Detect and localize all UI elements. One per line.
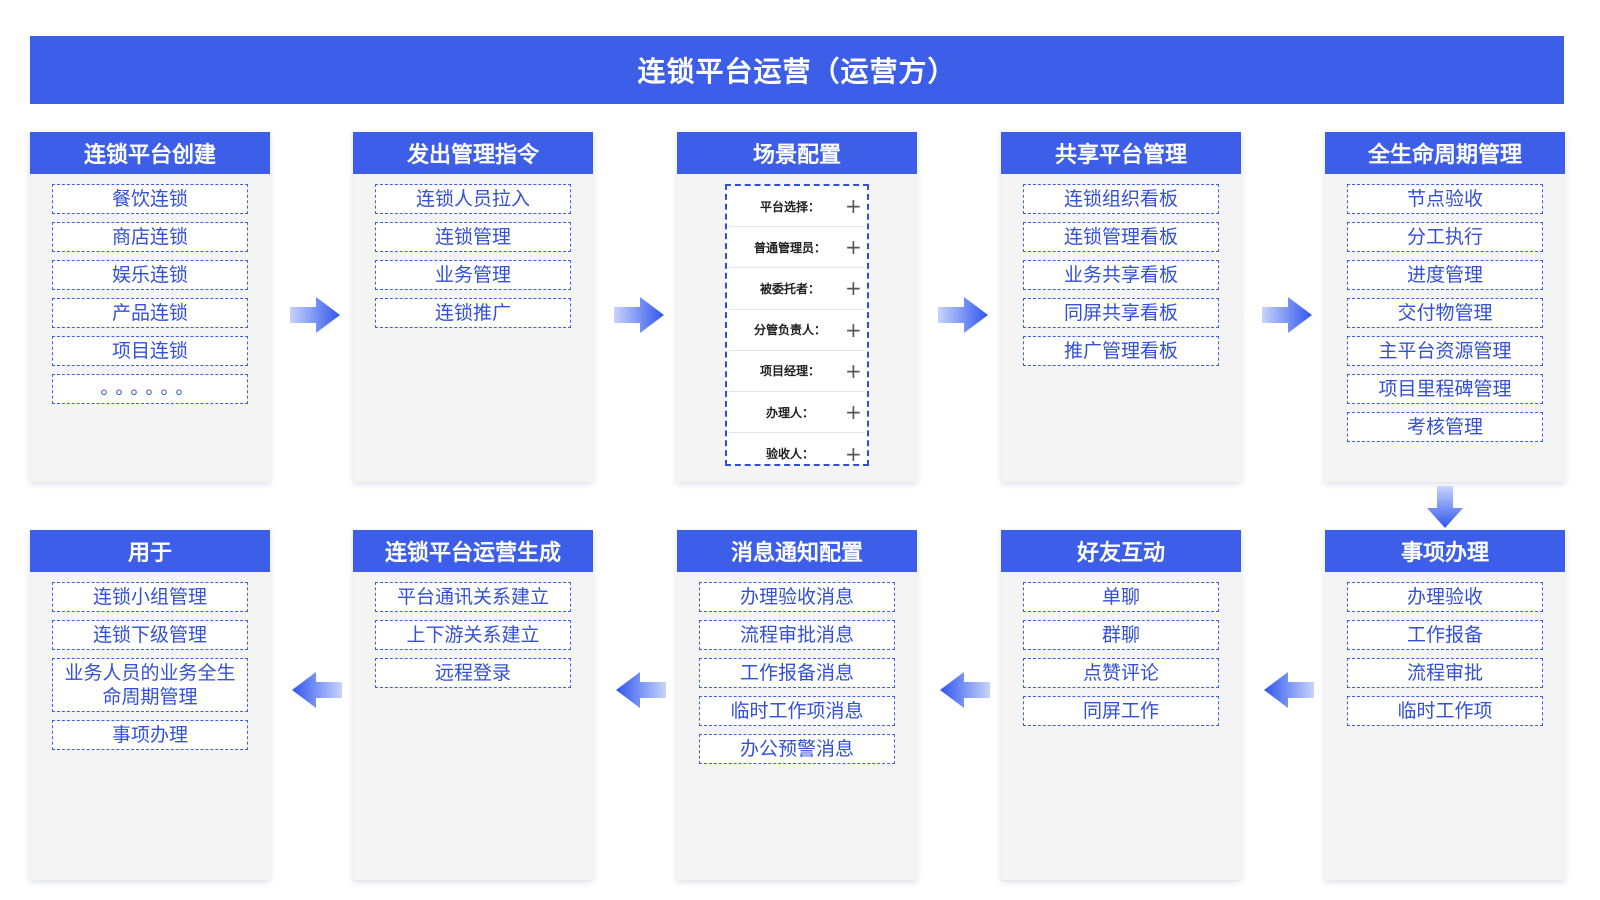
list-item: 点赞评论 xyxy=(1023,658,1219,688)
list-item: 同屏共享看板 xyxy=(1023,298,1219,328)
card-lifecycle: 全生命周期管理 节点验收 分工执行 进度管理 交付物管理 主平台资源管理 项目里… xyxy=(1325,132,1565,482)
plus-icon[interactable]: + xyxy=(845,276,862,301)
list-item: 单聊 xyxy=(1023,582,1219,612)
scene-field-leader: 分管负责人： + xyxy=(729,310,865,351)
list-item: 节点验收 xyxy=(1347,184,1543,214)
card-management-command: 发出管理指令 连锁人员拉入 连锁管理 业务管理 连锁推广 xyxy=(353,132,593,482)
list-item: 进度管理 xyxy=(1347,260,1543,290)
list-item: 推广管理看板 xyxy=(1023,336,1219,366)
list-item: 上下游关系建立 xyxy=(375,620,571,650)
arrow-left-icon xyxy=(1264,672,1314,708)
list-item: 餐饮连锁 xyxy=(52,184,248,214)
list-item: 娱乐连锁 xyxy=(52,260,248,290)
arrow-right-icon xyxy=(938,297,988,333)
arrow-right-icon xyxy=(290,297,340,333)
list-item: 业务共享看板 xyxy=(1023,260,1219,290)
field-label: 办理人： xyxy=(765,405,814,420)
field-label: 被委托者： xyxy=(759,281,820,296)
arrow-left-icon xyxy=(292,672,342,708)
plus-icon[interactable]: + xyxy=(845,235,862,260)
card-header: 消息通知配置 xyxy=(677,530,917,572)
card-message-config: 消息通知配置 办理验收消息 流程审批消息 工作报备消息 临时工作项消息 办公预警… xyxy=(677,530,917,880)
list-item: 流程审批消息 xyxy=(699,620,895,650)
list-item: 同屏工作 xyxy=(1023,696,1219,726)
card-friend-interaction: 好友互动 单聊 群聊 点赞评论 同屏工作 xyxy=(1001,530,1241,880)
card-header: 连锁平台运营生成 xyxy=(353,530,593,572)
list-item: 工作报备 xyxy=(1347,620,1543,650)
field-label: 分管负责人： xyxy=(753,323,826,338)
arrow-down-icon xyxy=(1427,486,1463,528)
card-header: 全生命周期管理 xyxy=(1325,132,1565,174)
arrow-left-icon xyxy=(616,672,666,708)
list-item: 连锁下级管理 xyxy=(52,620,248,650)
list-item: 分工执行 xyxy=(1347,222,1543,252)
list-item: 临时工作项 xyxy=(1347,696,1543,726)
list-item: 远程登录 xyxy=(375,658,571,688)
list-item-ellipsis: 。。。。。。 xyxy=(52,374,248,404)
list-item: 连锁人员拉入 xyxy=(375,184,571,214)
list-item: 连锁推广 xyxy=(375,298,571,328)
list-item: 项目连锁 xyxy=(52,336,248,366)
list-item: 连锁管理 xyxy=(375,222,571,252)
list-item: 办公预警消息 xyxy=(699,734,895,764)
card-chain-platform-create: 连锁平台创建 餐饮连锁 商店连锁 娱乐连锁 产品连锁 项目连锁 。。。。。。 xyxy=(30,132,270,482)
list-item: 办理验收消息 xyxy=(699,582,895,612)
card-usage: 用于 连锁小组管理 连锁下级管理 业务人员的业务全生命周期管理 事项办理 xyxy=(30,530,270,880)
arrow-right-icon xyxy=(1262,297,1312,333)
card-header: 场景配置 xyxy=(677,132,917,174)
scene-field-handler: 办理人： + xyxy=(729,392,865,434)
list-item: 业务人员的业务全生命周期管理 xyxy=(52,658,248,712)
list-item: 连锁组织看板 xyxy=(1023,184,1219,214)
list-item: 考核管理 xyxy=(1347,412,1543,442)
plus-icon[interactable]: + xyxy=(845,400,862,425)
list-item: 产品连锁 xyxy=(52,298,248,328)
list-item: 连锁小组管理 xyxy=(52,582,248,612)
scene-field-manager: 项目经理： + xyxy=(729,351,865,392)
plus-icon[interactable]: + xyxy=(845,441,862,466)
list-item: 项目里程碑管理 xyxy=(1347,374,1543,404)
card-header: 用于 xyxy=(30,530,270,572)
card-scene-config: 场景配置 平台选择： + 普通管理员： + 被委托者： + 分管负责人： + 项目经理：… xyxy=(677,132,917,482)
scene-field-platform: 平台选择： + xyxy=(729,186,865,228)
list-item: 群聊 xyxy=(1023,620,1219,650)
list-item: 交付物管理 xyxy=(1347,298,1543,328)
card-header: 好友互动 xyxy=(1001,530,1241,572)
card-affairs: 事项办理 办理验收 工作报备 流程审批 临时工作项 xyxy=(1325,530,1565,880)
plus-icon[interactable]: + xyxy=(845,194,862,219)
plus-icon[interactable]: + xyxy=(845,358,862,383)
plus-icon[interactable]: + xyxy=(845,317,862,342)
arrow-left-icon xyxy=(940,672,990,708)
field-label: 普通管理员： xyxy=(753,240,826,255)
list-item: 工作报备消息 xyxy=(699,658,895,688)
list-item: 业务管理 xyxy=(375,260,571,290)
card-header: 发出管理指令 xyxy=(353,132,593,174)
list-item: 流程审批 xyxy=(1347,658,1543,688)
list-item: 商店连锁 xyxy=(52,222,248,252)
list-item: 连锁管理看板 xyxy=(1023,222,1219,252)
card-header: 事项办理 xyxy=(1325,530,1565,572)
list-item: 临时工作项消息 xyxy=(699,696,895,726)
scene-field-admin: 普通管理员： + xyxy=(729,227,865,269)
card-header: 共享平台管理 xyxy=(1001,132,1241,174)
list-item: 办理验收 xyxy=(1347,582,1543,612)
page-title: 连锁平台运营（运营方） xyxy=(30,36,1564,104)
scene-field-delegate: 被委托者： + xyxy=(729,268,865,310)
card-header: 连锁平台创建 xyxy=(30,132,270,174)
card-operation-generate: 连锁平台运营生成 平台通讯关系建立 上下游关系建立 远程登录 xyxy=(353,530,593,880)
field-label: 验收人： xyxy=(765,447,814,462)
scene-field-acceptor: 验收人： + xyxy=(729,433,865,474)
list-item: 平台通讯关系建立 xyxy=(375,582,571,612)
card-shared-platform: 共享平台管理 连锁组织看板 连锁管理看板 业务共享看板 同屏共享看板 推广管理看… xyxy=(1001,132,1241,482)
scene-field-box: 平台选择： + 普通管理员： + 被委托者： + 分管负责人： + 项目经理： + 办理人… xyxy=(725,184,869,466)
field-label: 平台选择： xyxy=(759,199,820,214)
arrow-right-icon xyxy=(614,297,664,333)
list-item: 主平台资源管理 xyxy=(1347,336,1543,366)
field-label: 项目经理： xyxy=(759,364,820,379)
list-item: 事项办理 xyxy=(52,720,248,750)
